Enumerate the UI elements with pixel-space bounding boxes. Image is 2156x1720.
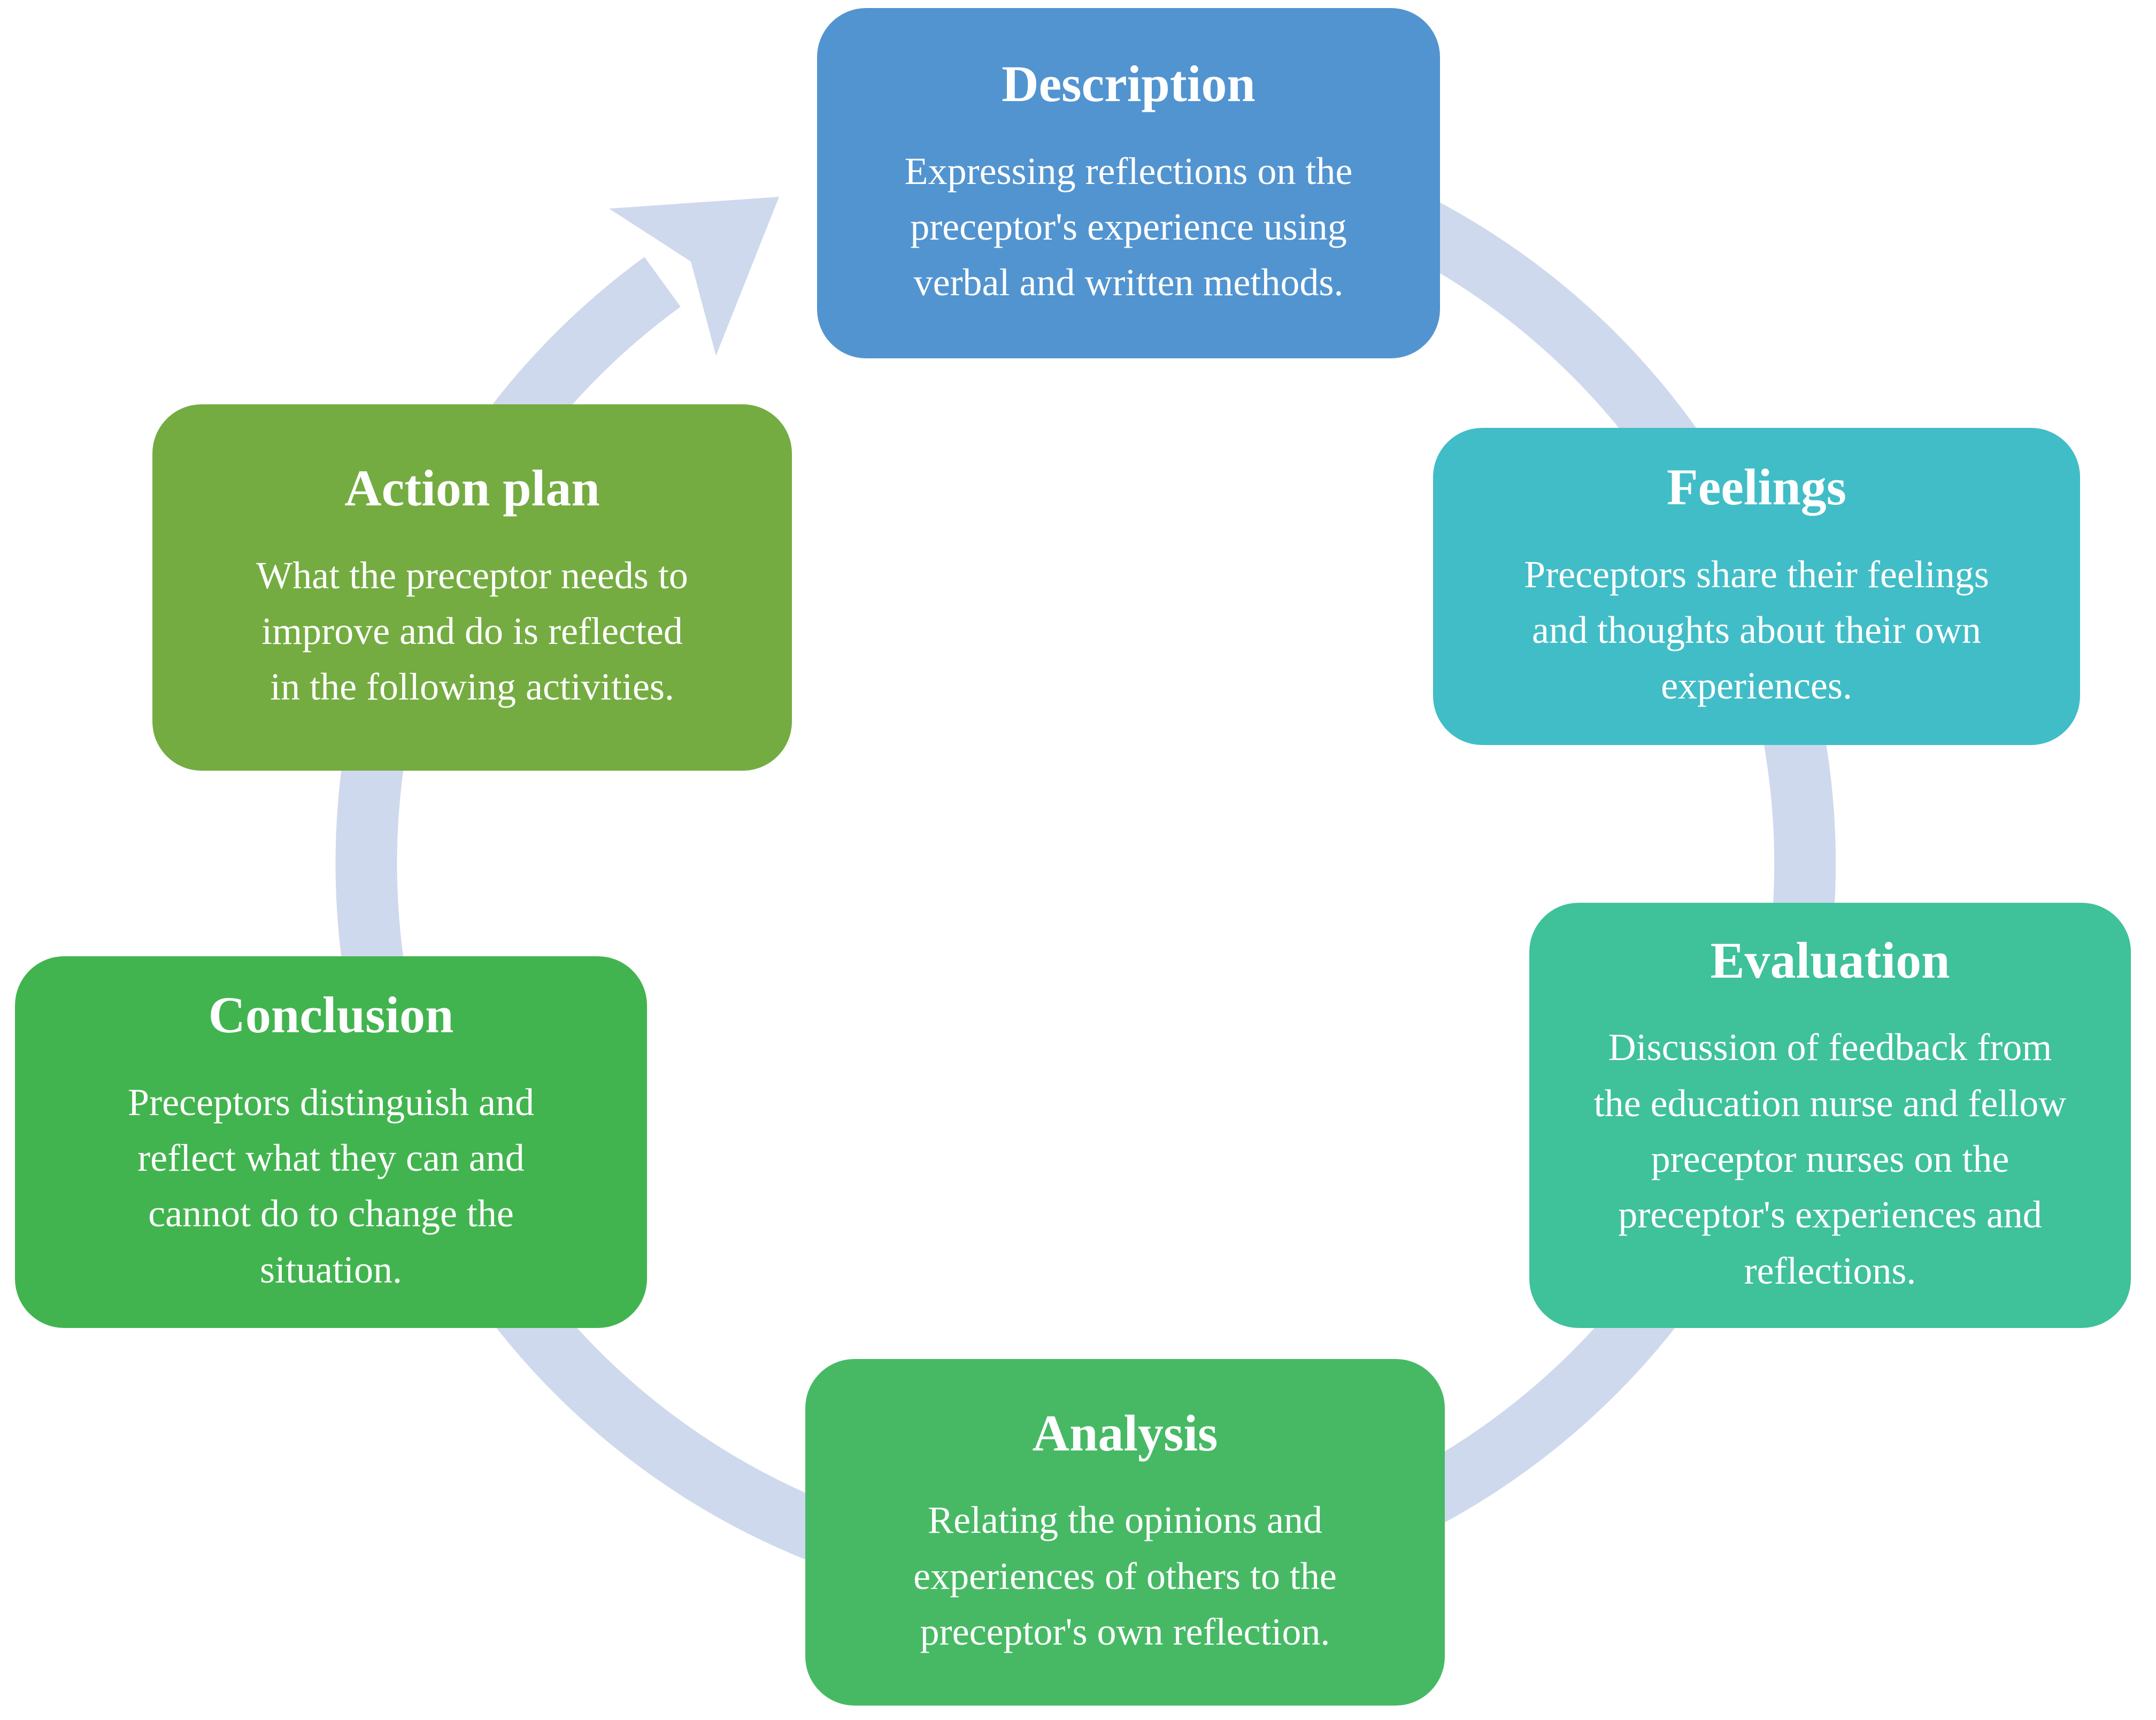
step-conclusion-title: Conclusion (208, 986, 454, 1043)
step-conclusion-text: Preceptors distinguish and reflect what … (128, 1080, 534, 1291)
step-description: Description Expressing reflections on th… (817, 8, 1440, 358)
step-action-plan-title: Action plan (344, 459, 600, 517)
step-action-plan-text: What the preceptor needs to improve and … (256, 554, 688, 709)
step-evaluation-title: Evaluation (1710, 931, 1950, 989)
step-analysis-text: Relating the opinions and experiences of… (913, 1499, 1337, 1653)
step-evaluation-text: Discussion of feedback from the educatio… (1593, 1026, 2067, 1292)
step-analysis: Analysis Relating the opinions and exper… (805, 1359, 1445, 1706)
step-evaluation: Evaluation Discussion of feedback from t… (1529, 903, 2131, 1328)
step-action-plan: Action plan What the preceptor needs to … (152, 404, 792, 771)
step-analysis-title: Analysis (1032, 1404, 1218, 1462)
step-conclusion: Conclusion Preceptors distinguish and re… (15, 956, 647, 1328)
step-feelings-title: Feelings (1667, 458, 1846, 516)
step-description-title: Description (1002, 55, 1256, 113)
step-description-text: Expressing reflections on the preceptor'… (904, 149, 1353, 304)
step-feelings: Feelings Preceptors share their feelings… (1433, 428, 2080, 745)
step-feelings-text: Preceptors share their feelings and thou… (1524, 552, 1989, 708)
cycle-arrowhead-icon (609, 197, 779, 356)
